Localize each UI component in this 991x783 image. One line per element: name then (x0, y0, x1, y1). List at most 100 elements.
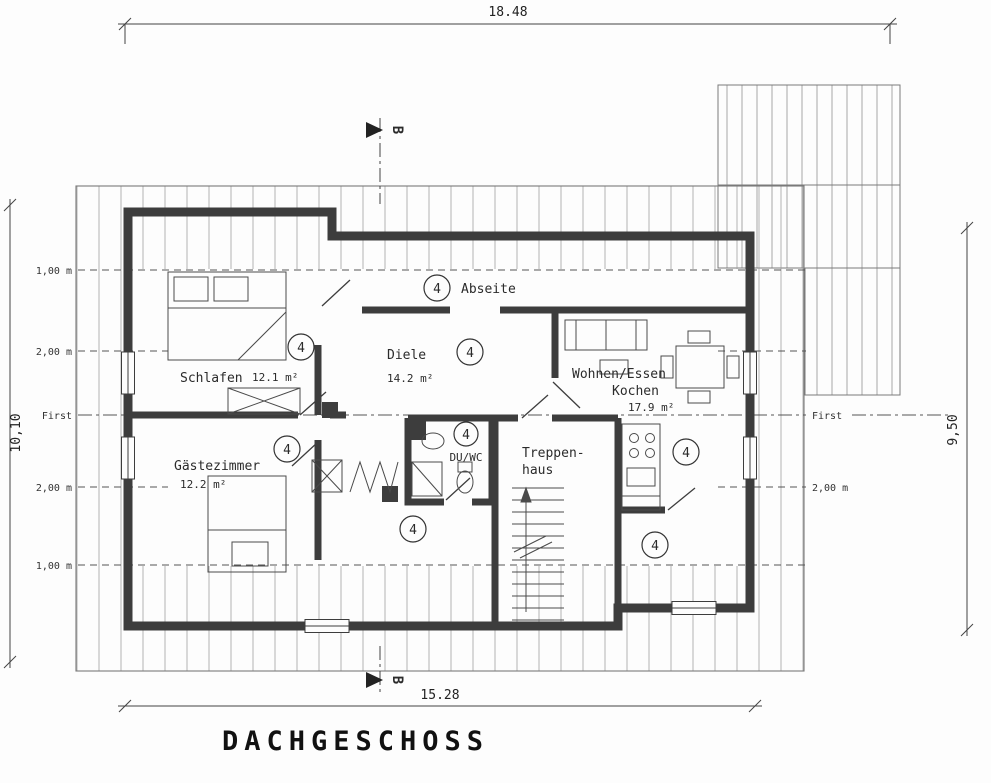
bed-schlafen-fold (237, 311, 287, 361)
stairs (512, 486, 564, 621)
bed-schlafen-frame (167, 271, 287, 361)
kitchen (621, 423, 661, 511)
room-name-schlafen: Schlafen (180, 371, 243, 386)
wardrobe-schlafen-box (227, 387, 301, 415)
room-area-wohnen: 17.9 m² (628, 401, 674, 414)
room-name-wohnen: Wohnen/Essen (572, 367, 666, 382)
stair-arrow-head-icon (520, 486, 532, 503)
chair-top (687, 330, 711, 344)
door-abstellraum-leaf (667, 487, 696, 511)
room-number-abseite: 4 (433, 282, 441, 297)
level-label-left-4: 2,00 m (36, 483, 72, 494)
door-schlafen-leaf (321, 279, 351, 307)
dim-left-tick-top (3, 198, 17, 212)
door-wohnen-leaf (552, 381, 581, 409)
level-label-left-1: 1,00 m (36, 266, 72, 277)
furniture (167, 271, 740, 621)
bed-schlafen (167, 271, 287, 361)
door-gaeste-leaf (291, 441, 319, 467)
section-letter-top: B (389, 126, 405, 134)
room-name-abseite: Abseite (461, 282, 516, 297)
posts (322, 402, 426, 502)
room-number-circle-wohnen (672, 438, 700, 466)
room-number-circle-schlafen (287, 333, 315, 361)
dim-bottom-tick-left (118, 699, 132, 713)
room-area-gaeste: 12.2 m² (180, 478, 226, 491)
room-name-diele: Diele (387, 348, 426, 363)
room-number-circle-abstell (641, 531, 669, 559)
room-name2-wohnen: Kochen (612, 384, 659, 399)
bed-schlafen-pillow-2 (213, 276, 249, 302)
level-label-left-3: First (42, 411, 72, 422)
coffee-table (599, 359, 629, 375)
dim-right-value: 9,50 (946, 414, 961, 445)
shower (411, 461, 443, 497)
room-name-treppenhaus: Treppen- (522, 446, 585, 461)
page-title: DACHGESCHOSS (222, 726, 489, 757)
dim-right-tick-bottom (960, 623, 974, 637)
roof-outline (75, 84, 901, 672)
level-label-left-2: 2,00 m (36, 347, 72, 358)
dimension-labels: 18.48 15.28 9,50 10,10 (9, 5, 961, 703)
dim-bottom-tick-right (748, 699, 762, 713)
chair-bottom (687, 390, 711, 404)
shower-diag (411, 461, 443, 497)
dim-left-tick-bottom (3, 655, 17, 669)
room-number-schlafen: 4 (297, 341, 305, 356)
room-number-wohnen: 4 (682, 446, 690, 461)
room-number-circle-abseite (423, 274, 451, 302)
doors (291, 279, 696, 511)
room-labels: 4 Abseite 4 Schlafen 12.1 m² 4 Diele 14.… (174, 274, 700, 559)
post-block-2 (382, 486, 398, 502)
wardrobe-gaeste-x2 (311, 459, 343, 493)
section-arrow-bottom-icon (366, 672, 383, 688)
door-treppenhaus-leaf (521, 394, 549, 419)
wardrobe-gaeste-box (311, 459, 343, 493)
bed-gaeste-pillow (231, 541, 269, 567)
room-number-duwc: 4 (462, 428, 470, 443)
windows (121, 351, 757, 633)
level-label-right-2: 2,00 m (812, 483, 848, 494)
toilet-tank (457, 461, 473, 473)
stove-burner-2 (645, 433, 655, 443)
section-cut: B B (366, 118, 405, 692)
level-labels: 1,00 m 2,00 m First 2,00 m 1,00 m First … (36, 266, 848, 572)
bathroom-fixtures (411, 432, 474, 497)
level-label-right-1: First (812, 411, 842, 422)
wardrobe-schlafen-x2 (227, 387, 301, 415)
stove-burner-4 (645, 448, 655, 458)
sofa (564, 319, 648, 375)
room-number-circle-gaeste (273, 435, 301, 463)
roof-hatch-top (76, 186, 804, 269)
dim-top-value: 18.48 (488, 5, 527, 20)
stove-burner-3 (629, 448, 639, 458)
kitchen-counter (621, 423, 661, 511)
roof-hatch-right (754, 269, 804, 566)
dining-set (660, 330, 740, 404)
stair-treads (512, 487, 564, 621)
stair-break-marks (513, 535, 553, 559)
wardrobe-gaestezimmer (311, 459, 343, 493)
room-area-schlafen: 12.1 m² (252, 371, 298, 384)
roof-hatch-bottom (76, 566, 804, 671)
chair-left (660, 355, 674, 379)
room-number-circle-duwc (453, 421, 479, 447)
bed-gaeste-frame (207, 475, 287, 573)
walls (123, 207, 755, 631)
dim-left-value: 10,10 (9, 413, 24, 452)
toilet-bowl (456, 470, 474, 494)
attic-ladder (349, 460, 399, 494)
room-number-flur: 4 (409, 523, 417, 538)
roof-edge (75, 185, 805, 672)
door-duwc-leaf (445, 477, 471, 501)
room-number-circle-flur (399, 515, 427, 543)
room-number-diele: 4 (466, 346, 474, 361)
room-number-circle-diele (456, 338, 484, 366)
bed-gaestezimmer (207, 475, 287, 573)
dim-bottom-value: 15.28 (420, 688, 459, 703)
dim-right-tick-top (960, 221, 974, 235)
room-name-duwc: DU/WC (449, 451, 482, 464)
outer-wall (123, 207, 755, 631)
roof-hatch-left (76, 269, 128, 566)
